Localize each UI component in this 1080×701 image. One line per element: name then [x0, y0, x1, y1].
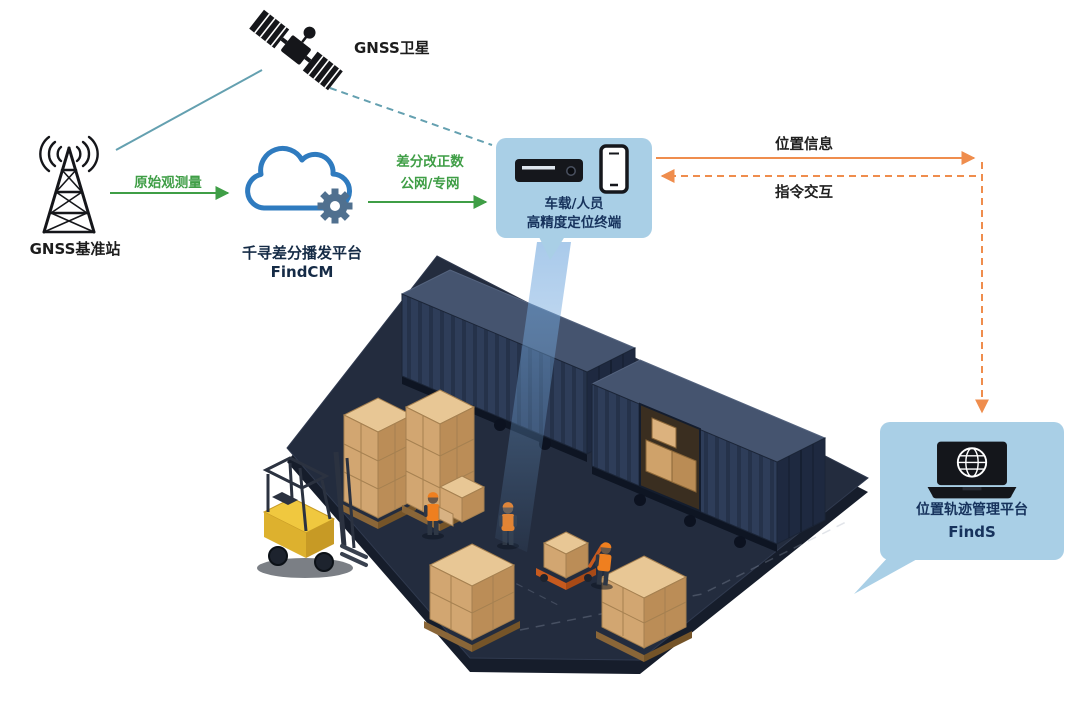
worker [422, 492, 454, 540]
raw-observation-label: 原始观测量 [134, 175, 202, 191]
worker [590, 542, 613, 590]
position-info-label: 位置信息 [775, 137, 833, 153]
crate-stack [424, 543, 520, 652]
container-open-cargo [639, 402, 701, 513]
satellite-label: GNSS卫星 [354, 39, 430, 57]
satellite-to-terminal-link [329, 87, 493, 146]
base-station-label: GNSS基准站 [29, 240, 121, 258]
satellite-icon [249, 9, 343, 91]
light-beam [495, 242, 571, 552]
platform-label-title: 位置轨迹管理平台 [916, 502, 1028, 519]
terminal-card: 车载/人员 高精度定位终端 [496, 138, 652, 238]
command-interaction-label: 指令交互 [775, 185, 833, 201]
smartphone-icon [599, 144, 629, 194]
correction-label-line1: 差分改正数 [396, 154, 464, 170]
satellite-to-base-link [115, 69, 263, 151]
crate-stack [596, 555, 692, 662]
correction-label-line2: 公网/专网 [400, 176, 460, 192]
terminal-icons [515, 144, 629, 194]
laptop-globe-icon [927, 441, 1017, 499]
cloud-platform-subtitle: FindCM [270, 263, 334, 281]
platform-label-subtitle: FindS [948, 522, 996, 541]
pallet-jack [536, 531, 604, 590]
terminal-label-line2: 高精度定位终端 [526, 215, 622, 231]
vehicle-terminal-icon [515, 159, 583, 183]
cloud-platform-title: 千寻差分播发平台 [241, 244, 362, 262]
shipping-container-2 [590, 359, 827, 552]
lane-marking [519, 521, 847, 631]
cloud-gear-icon [245, 145, 353, 224]
radio-tower-icon [39, 135, 99, 234]
terminal-label-line1: 车载/人员 [544, 196, 604, 213]
platform-card: 位置轨迹管理平台 FindS [880, 422, 1064, 560]
gear-icon [317, 188, 353, 224]
crate-stack [340, 397, 416, 529]
forklift [257, 451, 368, 578]
